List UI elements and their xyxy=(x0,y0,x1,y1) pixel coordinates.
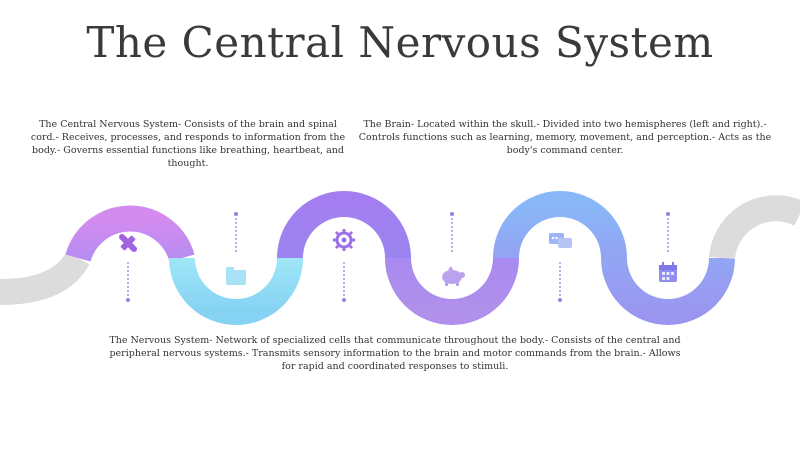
connector-dot xyxy=(234,212,238,216)
wave-segment-gray-right xyxy=(709,195,800,260)
nervous-system-description: The Nervous System- Network of specializ… xyxy=(109,335,681,372)
gear-icon xyxy=(333,229,355,251)
wave-segment-lavender xyxy=(385,257,519,325)
chat-icon xyxy=(549,233,572,248)
connector-dot xyxy=(558,298,562,302)
wave-segment-periwinkle xyxy=(601,257,735,325)
wave-segment-gray-left xyxy=(0,251,90,305)
connector-dot xyxy=(666,212,670,216)
brain-description: The Brain- Located within the skull.- Di… xyxy=(358,119,772,156)
wave-segment-purple xyxy=(277,191,411,259)
page-title: The Central Nervous System xyxy=(86,18,714,67)
calendar-icon xyxy=(659,262,677,282)
connector-dot xyxy=(342,298,346,302)
connector-dot xyxy=(126,298,130,302)
piggy-bank-icon xyxy=(442,266,465,286)
folder-icon xyxy=(226,267,246,285)
cns-description: The Central Nervous System- Consists of … xyxy=(30,119,346,169)
puzzle-icon xyxy=(119,234,137,252)
wave-segment-blue xyxy=(493,191,627,259)
wave-segment-cyan xyxy=(169,257,303,325)
connector-dot xyxy=(450,212,454,216)
wave-segment-violet xyxy=(65,205,195,263)
